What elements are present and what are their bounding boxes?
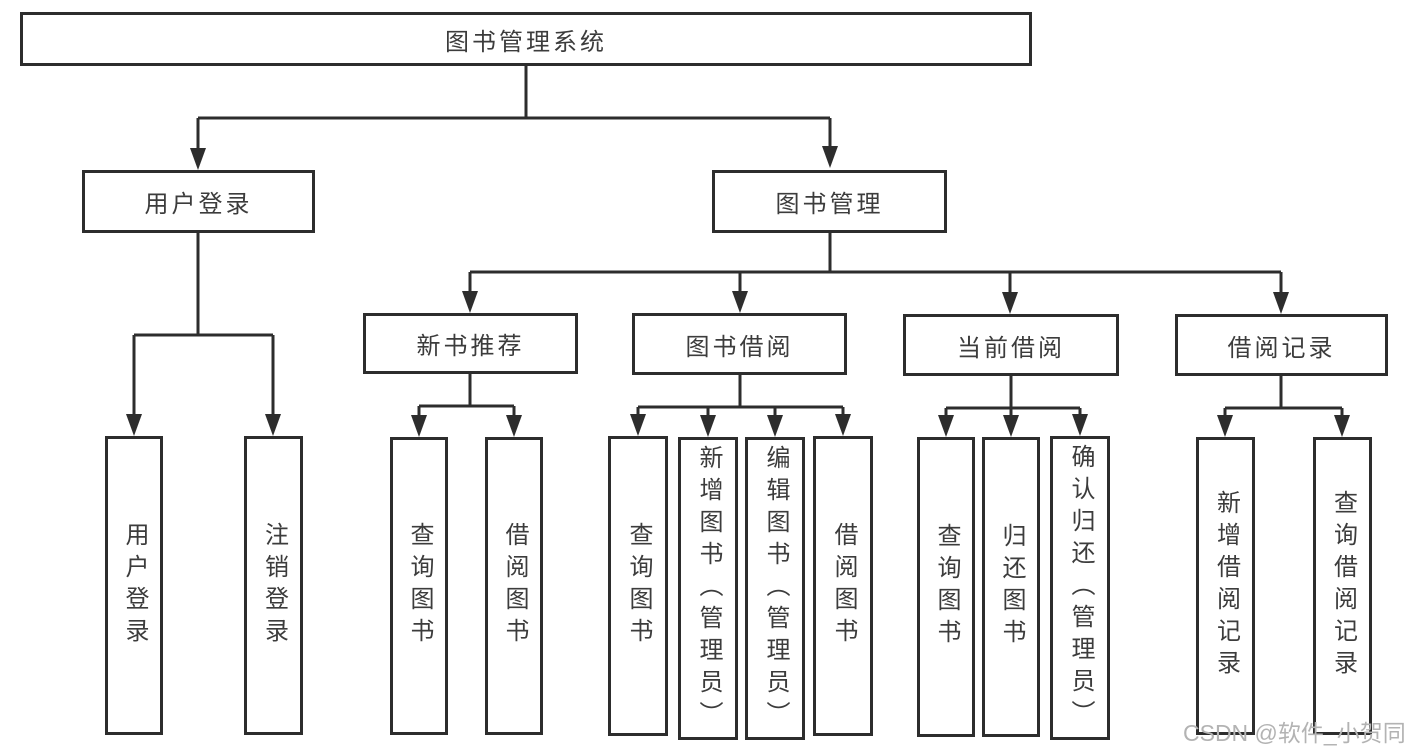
node-confirm-return-admin-label: 确认归还（管理员） bbox=[1067, 444, 1094, 732]
node-borrow-books-recommend-label: 借阅图书 bbox=[501, 522, 528, 650]
node-borrow-books-label: 借阅图书 bbox=[830, 522, 857, 650]
node-borrowing-records-label: 借阅记录 bbox=[1227, 334, 1336, 362]
arrowheads bbox=[126, 146, 1350, 437]
node-current-borrowing: 当前借阅 bbox=[903, 314, 1119, 376]
node-query-books-current: 查询图书 bbox=[917, 437, 975, 737]
node-logout-label: 注销登录 bbox=[260, 521, 288, 650]
node-add-borrow-record: 新增借阅记录 bbox=[1196, 437, 1255, 735]
node-current-borrowing-label: 当前借阅 bbox=[957, 334, 1065, 362]
node-add-books-admin: 新增图书（管理员） bbox=[678, 437, 738, 740]
node-logout: 注销登录 bbox=[244, 436, 303, 735]
node-book-management: 图书管理 bbox=[712, 170, 947, 233]
node-return-books: 归还图书 bbox=[982, 437, 1040, 737]
node-new-book-recommendation: 新书推荐 bbox=[363, 313, 578, 374]
node-user-login-label: 用户登录 bbox=[144, 191, 253, 218]
node-query-books-recommend: 查询图书 bbox=[390, 437, 448, 735]
node-query-borrow-record-label: 查询借阅记录 bbox=[1329, 490, 1357, 682]
node-confirm-return-admin: 确认归还（管理员） bbox=[1050, 436, 1110, 740]
node-add-borrow-record-label: 新增借阅记录 bbox=[1212, 490, 1240, 682]
node-library-management-system: 图书管理系统 bbox=[20, 12, 1032, 66]
csdn-watermark: CSDN @软件_小贺同学 bbox=[1183, 720, 1405, 746]
node-edit-books-admin-label: 编辑图书（管理员） bbox=[762, 444, 789, 733]
node-edit-books-admin: 编辑图书（管理员） bbox=[745, 437, 805, 740]
node-book-borrowing-label: 图书借阅 bbox=[685, 333, 794, 361]
node-library-management-system-label: 图书管理系统 bbox=[445, 28, 607, 56]
node-query-books-borrowing: 查询图书 bbox=[608, 436, 668, 736]
node-add-books-admin-label: 新增图书（管理员） bbox=[695, 444, 722, 733]
node-login-label: 用户登录 bbox=[121, 521, 148, 650]
node-user-login: 用户登录 bbox=[82, 170, 315, 233]
node-book-borrowing: 图书借阅 bbox=[632, 313, 847, 375]
node-query-books-borrowing-label: 查询图书 bbox=[625, 522, 652, 650]
node-new-book-recommendation-label: 新书推荐 bbox=[416, 333, 525, 360]
node-return-books-label: 归还图书 bbox=[998, 523, 1025, 651]
node-query-borrow-record: 查询借阅记录 bbox=[1313, 437, 1372, 735]
node-borrow-books: 借阅图书 bbox=[813, 436, 873, 736]
node-query-books-current-label: 查询图书 bbox=[933, 523, 960, 651]
node-book-management-label: 图书管理 bbox=[775, 191, 884, 218]
node-borrowing-records: 借阅记录 bbox=[1175, 314, 1388, 376]
node-login: 用户登录 bbox=[105, 436, 163, 735]
node-borrow-books-recommend: 借阅图书 bbox=[485, 437, 543, 735]
node-query-books-recommend-label: 查询图书 bbox=[406, 522, 433, 650]
